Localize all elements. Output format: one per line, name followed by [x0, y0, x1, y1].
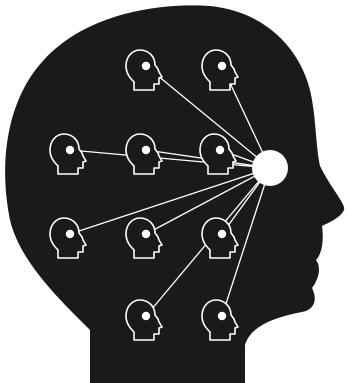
eye-dot-icon	[216, 146, 224, 154]
head-silhouette-icon	[5, 5, 344, 383]
eye-dot-icon	[66, 146, 74, 154]
eye-dot-icon	[66, 230, 74, 238]
eye-dot-icon	[142, 312, 150, 320]
eye-dot-icon	[142, 230, 150, 238]
eye-dot-icon	[218, 312, 226, 320]
eye-dot-icon	[218, 62, 226, 70]
eye-dot-icon	[142, 146, 150, 154]
hub-circle-icon	[252, 150, 288, 186]
eye-dot-icon	[218, 230, 226, 238]
eye-dot-icon	[142, 62, 150, 70]
